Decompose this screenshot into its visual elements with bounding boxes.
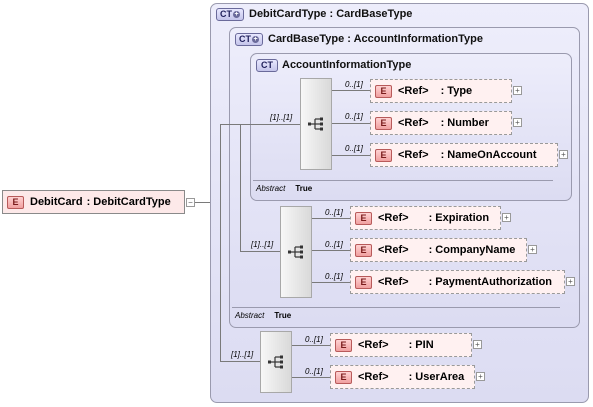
connector-line bbox=[220, 124, 221, 203]
root-collapse-toggle[interactable]: − bbox=[186, 198, 195, 207]
element-name: : CompanyName bbox=[428, 244, 516, 256]
expand-toggle[interactable]: + bbox=[473, 340, 482, 349]
element-ref-paymentauthorization[interactable]: E <Ref> : PaymentAuthorization bbox=[350, 270, 565, 294]
element-badge-icon: E bbox=[335, 338, 352, 352]
expand-toggle[interactable]: + bbox=[476, 372, 485, 381]
connector-line bbox=[292, 377, 330, 378]
complex-type-badge-icon: CT bbox=[256, 59, 278, 72]
element-ref-pin[interactable]: E <Ref> : PIN bbox=[330, 333, 472, 357]
ref-label: <Ref> bbox=[358, 339, 389, 351]
cardbase-sequence-compositor[interactable] bbox=[280, 206, 312, 298]
acct-sequence-compositor[interactable] bbox=[300, 78, 332, 170]
ref-label: <Ref> bbox=[398, 149, 429, 161]
occurrence-label: 0..[1] bbox=[325, 272, 343, 281]
occurrence-label: 0..[1] bbox=[325, 240, 343, 249]
occurrence-label: 0..[1] bbox=[345, 112, 363, 121]
element-badge-icon: E bbox=[375, 116, 392, 130]
cardbasetype-title: CardBaseType : AccountInformationType bbox=[268, 33, 483, 45]
element-badge-icon: E bbox=[375, 84, 392, 98]
element-ref-userarea[interactable]: E <Ref> : UserArea bbox=[330, 365, 475, 389]
expand-toggle[interactable]: + bbox=[502, 213, 511, 222]
complex-type-badge-icon: CT+ bbox=[216, 8, 244, 21]
debitcardtype-title: DebitCardType : CardBaseType bbox=[249, 8, 413, 20]
element-name: : NameOnAccount bbox=[440, 149, 537, 161]
sequence-compositor-icon bbox=[308, 117, 323, 131]
occurrence-label: 0..[1] bbox=[345, 80, 363, 89]
connector-line bbox=[332, 155, 370, 156]
expand-toggle[interactable]: + bbox=[559, 150, 568, 159]
complex-type-badge-icon: CT+ bbox=[235, 33, 263, 46]
cardbase-sequence-occurrence: [1]..[1] bbox=[251, 240, 274, 249]
sequence-compositor-icon bbox=[288, 245, 303, 259]
element-badge-icon: E bbox=[355, 211, 372, 225]
expand-toggle[interactable]: + bbox=[566, 277, 575, 286]
divider bbox=[253, 180, 553, 181]
debit-sequence-compositor[interactable] bbox=[260, 331, 292, 393]
connector-line bbox=[240, 124, 300, 125]
element-name: : PaymentAuthorization bbox=[428, 276, 553, 288]
accountinformationtype-title: AccountInformationType bbox=[282, 59, 412, 71]
connector-line bbox=[195, 202, 210, 203]
connector-line bbox=[220, 361, 260, 362]
root-element-name: DebitCard bbox=[30, 196, 83, 208]
connector-line bbox=[312, 250, 350, 251]
element-name: : PIN bbox=[408, 339, 434, 351]
connector-line bbox=[240, 124, 241, 252]
element-badge-icon: E bbox=[355, 275, 372, 289]
element-name: : UserArea bbox=[408, 371, 465, 383]
occurrence-label: 0..[1] bbox=[305, 367, 323, 376]
divider bbox=[232, 307, 560, 308]
occurrence-label: 0..[1] bbox=[305, 335, 323, 344]
ref-label: <Ref> bbox=[398, 117, 429, 129]
root-element-type: : DebitCardType bbox=[86, 196, 171, 208]
ref-label: <Ref> bbox=[378, 212, 409, 224]
connector-line bbox=[292, 345, 330, 346]
connector-line bbox=[312, 218, 350, 219]
ref-label: <Ref> bbox=[358, 371, 389, 383]
connector-line bbox=[220, 202, 221, 362]
connector-line bbox=[220, 124, 240, 125]
element-ref-number[interactable]: E <Ref> : Number bbox=[370, 111, 512, 135]
root-element-debitcard[interactable]: E DebitCard : DebitCardType bbox=[2, 190, 185, 214]
acct-sequence-occurrence: [1]..[1] bbox=[270, 113, 293, 122]
element-ref-expiration[interactable]: E <Ref> : Expiration bbox=[350, 206, 501, 230]
occurrence-label: 0..[1] bbox=[345, 144, 363, 153]
element-ref-companyname[interactable]: E <Ref> : CompanyName bbox=[350, 238, 527, 262]
connector-line bbox=[332, 123, 370, 124]
connector-line bbox=[240, 251, 280, 252]
ref-label: <Ref> bbox=[398, 85, 429, 97]
ref-label: <Ref> bbox=[378, 244, 409, 256]
element-badge-icon: E bbox=[375, 148, 392, 162]
expand-toggle[interactable]: + bbox=[528, 245, 537, 254]
element-name: : Number bbox=[440, 117, 489, 129]
expand-toggle[interactable]: + bbox=[513, 118, 522, 127]
element-ref-type[interactable]: E <Ref> : Type bbox=[370, 79, 512, 103]
ref-label: <Ref> bbox=[378, 276, 409, 288]
element-name: : Expiration bbox=[428, 212, 490, 224]
connector-line bbox=[312, 282, 350, 283]
element-badge-icon: E bbox=[355, 243, 372, 257]
occurrence-label: 0..[1] bbox=[325, 208, 343, 217]
element-badge-icon: E bbox=[335, 370, 352, 384]
element-ref-nameonaccount[interactable]: E <Ref> : NameOnAccount bbox=[370, 143, 558, 167]
element-name: : Type bbox=[440, 85, 473, 97]
expand-toggle[interactable]: + bbox=[513, 86, 522, 95]
connector-line bbox=[332, 90, 370, 91]
debit-sequence-occurrence: [1]..[1] bbox=[231, 350, 254, 359]
element-badge-icon: E bbox=[7, 195, 24, 209]
sequence-compositor-icon bbox=[268, 355, 283, 369]
